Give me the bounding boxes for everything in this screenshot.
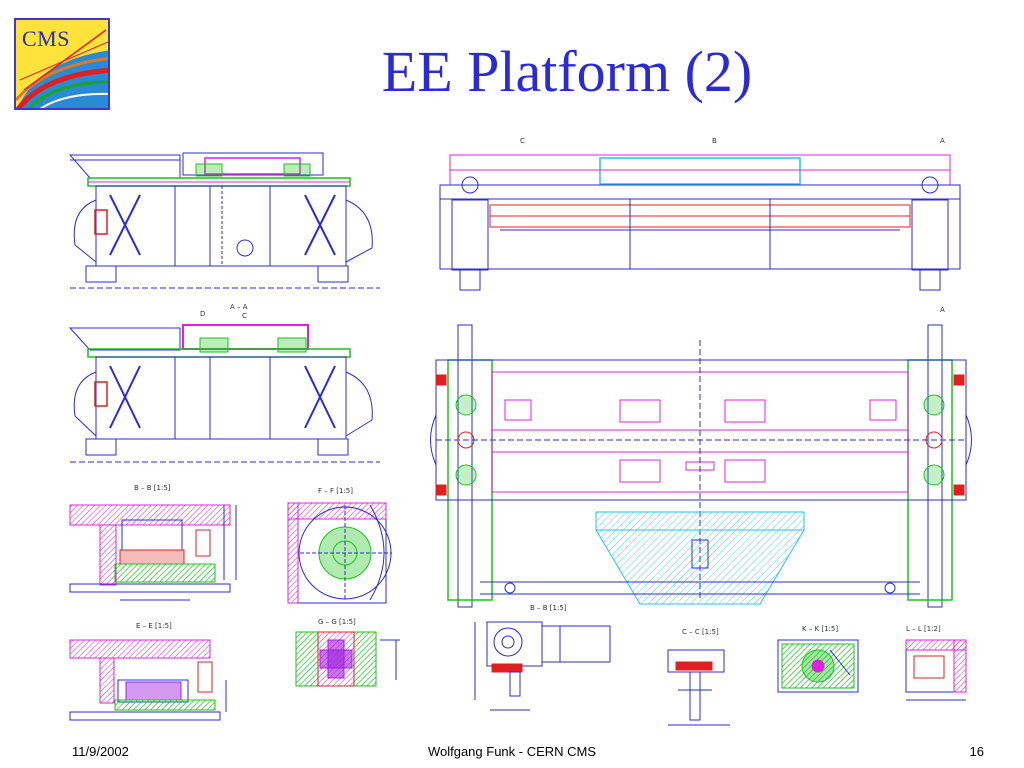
marker-a-top: A	[940, 137, 945, 145]
slide-title: EE Platform (2)	[381, 39, 753, 104]
section-label-cc: C – C [1:5]	[682, 628, 719, 636]
marker-b-top: B	[712, 137, 717, 145]
marker-c-top: C	[520, 137, 525, 145]
footer-author: Wolfgang Funk - CERN CMS	[427, 744, 597, 759]
plan-view-right	[430, 324, 972, 608]
section-label-ff: F – F [1:5]	[318, 487, 353, 495]
section-label-bb-small: B – B [1:5]	[134, 484, 171, 492]
section-label-ll: L – L [1:2]	[906, 625, 941, 633]
detail-bb-small: B – B [1:5]	[69, 484, 237, 601]
front-view-top	[68, 152, 380, 289]
detail-ff: F – F [1:5]	[287, 487, 392, 604]
detail-gg: G – G [1:5]	[295, 618, 400, 687]
detail-ll: L – L [1:2]	[905, 625, 967, 701]
footer-date: 11/9/2002	[72, 744, 129, 759]
marker-c: C	[242, 312, 247, 320]
detail-cc: C – C [1:5]	[667, 628, 730, 726]
section-label-bb-large: B – B [1:5]	[530, 604, 567, 612]
cms-logo-graphic	[16, 20, 108, 108]
footer-page-number: 16	[969, 744, 984, 759]
section-label-kk: K – K [1:5]	[802, 625, 838, 633]
section-label-ee: E – E [1:5]	[136, 622, 172, 630]
marker-a-bottom: A	[940, 306, 945, 314]
top-view-right: C B A A	[439, 137, 961, 314]
logo-text: CMS	[22, 26, 70, 51]
cms-logo: CMS	[14, 18, 110, 110]
detail-bb-large: B – B [1:5]	[474, 604, 611, 711]
section-label-gg: G – G [1:5]	[318, 618, 356, 626]
marker-d: D	[200, 310, 205, 318]
front-view-aa: A – A D C	[68, 303, 380, 463]
detail-kk: K – K [1:5]	[777, 625, 859, 693]
detail-ee: E – E [1:5]	[69, 622, 227, 721]
section-label-aa: A – A	[230, 303, 248, 311]
